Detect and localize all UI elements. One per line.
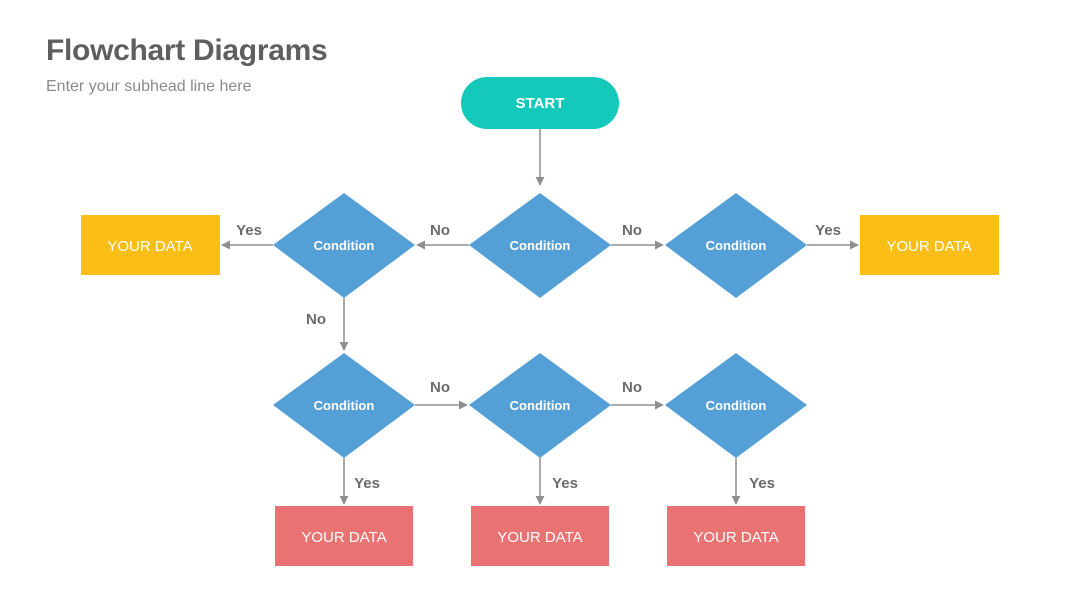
- start-label: START: [516, 95, 565, 112]
- edge-label-yes: Yes: [749, 475, 775, 492]
- condition-top-right: Condition: [665, 193, 807, 298]
- edge-label-yes: Yes: [236, 222, 262, 239]
- data-box-bottom-right: YOUR DATA: [667, 506, 805, 566]
- condition-top-left: Condition: [273, 193, 415, 298]
- condition-bottom-right: Condition: [665, 353, 807, 458]
- condition-label: Condition: [706, 238, 767, 253]
- edge-label-yes: Yes: [552, 475, 578, 492]
- edge-label-yes: Yes: [815, 222, 841, 239]
- condition-bottom-center: Condition: [469, 353, 611, 458]
- edge-label-no: No: [622, 222, 642, 239]
- condition-top-center: Condition: [469, 193, 611, 298]
- edge-label-no: No: [306, 311, 326, 328]
- edge-label-no: No: [622, 379, 642, 396]
- start-node: START: [461, 77, 619, 129]
- data-box-label: YOUR DATA: [693, 529, 778, 546]
- condition-label: Condition: [706, 398, 767, 413]
- data-box-bottom-left: YOUR DATA: [275, 506, 413, 566]
- data-box-label: YOUR DATA: [301, 529, 386, 546]
- condition-label: Condition: [314, 398, 375, 413]
- data-box-label: YOUR DATA: [107, 238, 192, 255]
- page-title: Flowchart Diagrams: [46, 34, 328, 67]
- data-box-label: YOUR DATA: [886, 238, 971, 255]
- data-box-right: YOUR DATA: [860, 215, 999, 275]
- data-box-bottom-center: YOUR DATA: [471, 506, 609, 566]
- condition-label: Condition: [314, 238, 375, 253]
- data-box-label: YOUR DATA: [497, 529, 582, 546]
- edge-label-no: No: [430, 222, 450, 239]
- edge-label-no: No: [430, 379, 450, 396]
- edge-label-yes: Yes: [354, 475, 380, 492]
- page-subtitle: Enter your subhead line here: [46, 78, 252, 95]
- data-box-left: YOUR DATA: [81, 215, 220, 275]
- condition-bottom-left: Condition: [273, 353, 415, 458]
- condition-label: Condition: [510, 398, 571, 413]
- condition-label: Condition: [510, 238, 571, 253]
